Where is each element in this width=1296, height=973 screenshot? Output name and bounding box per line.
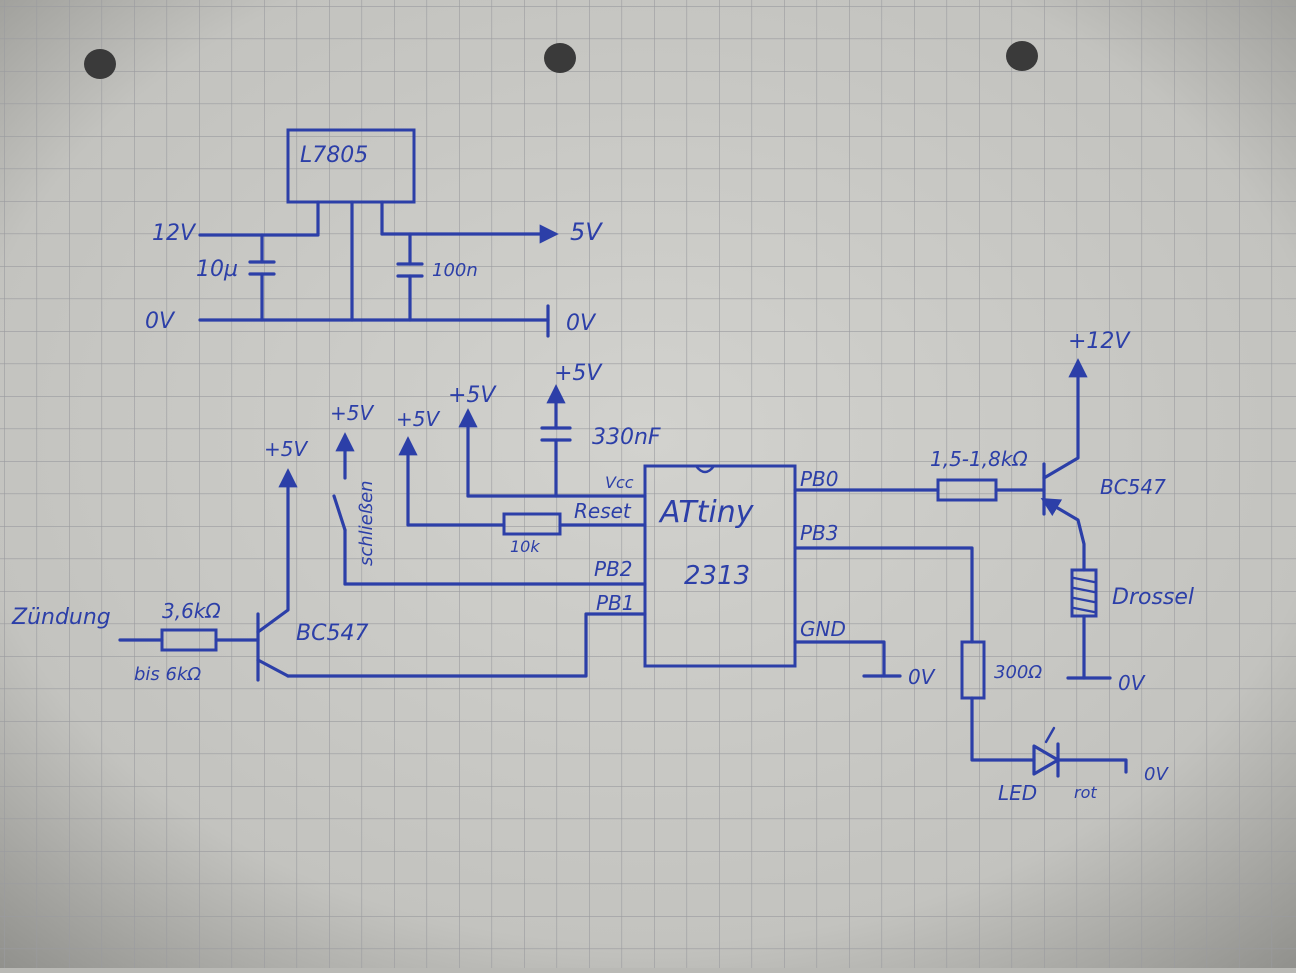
q2-label: BC547 bbox=[1100, 475, 1166, 499]
led-label: LED bbox=[998, 781, 1037, 805]
pb1-wire bbox=[286, 612, 647, 678]
switch-blade bbox=[332, 494, 347, 532]
input-resistor bbox=[160, 628, 218, 652]
supply-p3-label: +5V bbox=[448, 383, 497, 408]
led-wire bbox=[970, 696, 1036, 762]
cap-out-plates bbox=[396, 262, 424, 278]
led-gnd-label: 0V bbox=[1144, 764, 1169, 785]
cap-in-label: 10µ bbox=[196, 257, 238, 282]
switch-label: schließen bbox=[356, 480, 377, 566]
mcu-chip bbox=[643, 464, 797, 668]
pin-vcc-label: Vcc bbox=[605, 473, 634, 492]
mcu-section: ATtiny 2313 Vcc Reset PB2 PB1 PB0 PB3 GN… bbox=[11, 329, 1194, 805]
q2-collector bbox=[1042, 358, 1088, 480]
q1-collector bbox=[256, 468, 298, 634]
base-res-label: 1,5-1,8kΩ bbox=[930, 447, 1028, 471]
pin-pb1-label: PB1 bbox=[596, 591, 635, 615]
q2-emitter bbox=[1040, 498, 1086, 572]
input-res-bottom-label: bis 6kΩ bbox=[134, 664, 201, 685]
cap-in-plates bbox=[248, 260, 276, 276]
cap-vcc-label: 330nF bbox=[592, 425, 661, 450]
coil-winding bbox=[1072, 576, 1096, 614]
mcu-gnd-label: 0V bbox=[908, 665, 936, 689]
pin-pb2-label: PB2 bbox=[594, 557, 633, 581]
led-res-label: 300Ω bbox=[994, 662, 1042, 683]
supply-p5-label: +5V bbox=[264, 437, 308, 461]
regulator-input-label: 12V bbox=[152, 221, 197, 246]
regulator-section: L7805 12V 5V 0V 0V 10µ 100n bbox=[145, 128, 603, 338]
coil-gnd-label: 0V bbox=[1118, 671, 1146, 695]
pin-gnd-label: GND bbox=[800, 617, 846, 641]
pin-pb0-label: PB0 bbox=[800, 467, 839, 491]
mcu-name-line1: ATtiny bbox=[658, 495, 755, 530]
gnd-wire bbox=[793, 640, 886, 678]
supply-p1-label: +5V bbox=[330, 401, 374, 425]
regulator-output-label: 5V bbox=[570, 218, 603, 246]
input-label: Zündung bbox=[11, 605, 111, 630]
reset-res-label: 10k bbox=[510, 537, 540, 556]
input-res-top-label: 3,6kΩ bbox=[162, 599, 221, 623]
cap-vcc-plates bbox=[540, 426, 572, 442]
cap-out-label: 100n bbox=[432, 260, 478, 281]
regulator-chip-label: L7805 bbox=[300, 143, 368, 168]
reset-resistor bbox=[502, 512, 562, 536]
coil-label: Drossel bbox=[1112, 585, 1194, 610]
ground-left-label: 0V bbox=[145, 309, 176, 334]
q1-emitter bbox=[256, 658, 290, 678]
punch-hole-middle bbox=[544, 43, 576, 73]
supply-p4-label: +5V bbox=[554, 361, 603, 386]
pb3-wire bbox=[793, 546, 974, 644]
pin-pb3-label: PB3 bbox=[800, 521, 839, 545]
pin-reset-label: Reset bbox=[574, 499, 632, 523]
led-rays bbox=[1044, 726, 1056, 744]
mcu-name-line2: 2313 bbox=[684, 561, 750, 591]
punch-hole-right bbox=[1006, 41, 1038, 71]
ground-right-label: 0V bbox=[566, 311, 597, 336]
punch-hole-left bbox=[84, 49, 116, 79]
supply-p2-label: +5V bbox=[396, 407, 440, 431]
base-resistor bbox=[936, 478, 998, 502]
led-color-label: rot bbox=[1074, 783, 1097, 802]
mcu-notch bbox=[694, 464, 716, 474]
led-ground-wire bbox=[1056, 758, 1128, 774]
q1-label: BC547 bbox=[296, 621, 368, 646]
supply-p12-label: +12V bbox=[1068, 329, 1131, 354]
